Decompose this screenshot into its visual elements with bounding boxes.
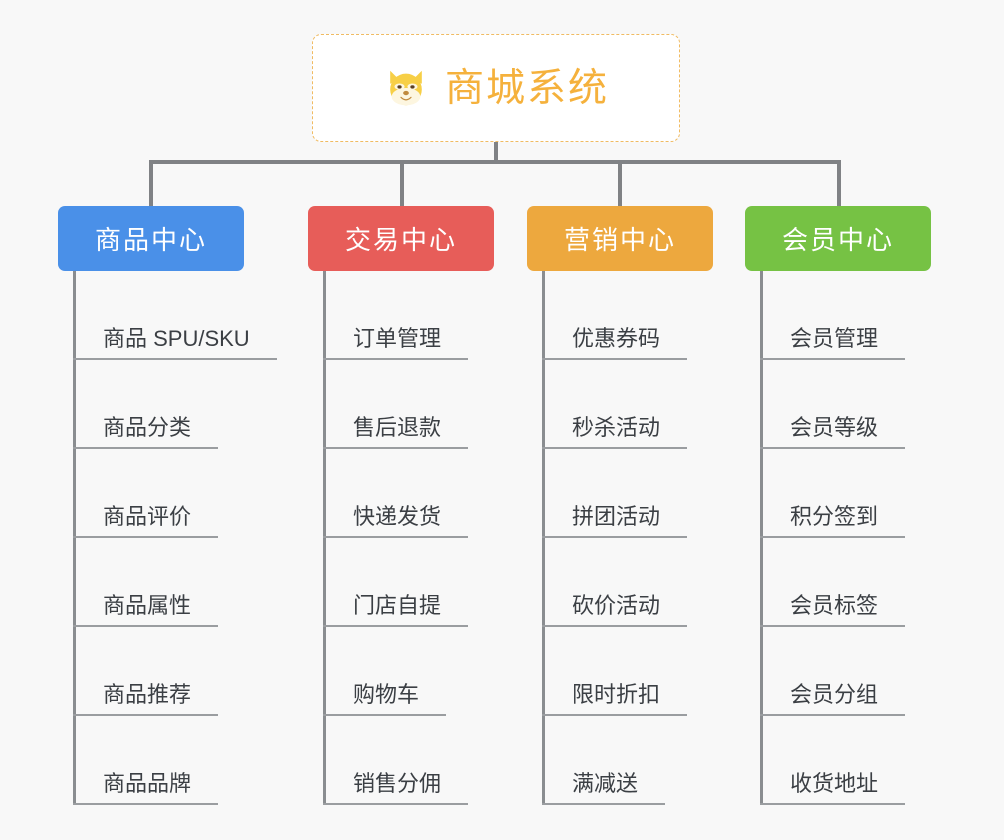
- branch-header-4[interactable]: 会员中心: [745, 206, 931, 271]
- leaf-item-label: 订单管理: [323, 326, 469, 360]
- leaf-item[interactable]: 售后退款: [308, 360, 494, 449]
- leaf-item-label: 砍价活动: [542, 593, 688, 627]
- branch-header-label: 交易中心: [344, 225, 457, 255]
- branch-header-label: 会员中心: [781, 225, 894, 255]
- leaf-item-label: 会员等级: [760, 415, 906, 449]
- leaf-item-label: 购物车: [323, 682, 447, 716]
- leaf-item-label: 会员分组: [760, 682, 906, 716]
- root-title: 商城系统: [444, 66, 609, 110]
- branch-column-1: 商品中心商品 SPU/SKU 商品分类商品评价商品属性商品推荐商品品牌: [58, 206, 277, 805]
- leaf-item[interactable]: 优惠券码: [527, 271, 713, 360]
- connector-bus: [149, 160, 841, 164]
- leaf-item[interactable]: 销售分佣: [308, 716, 494, 805]
- connector-drop-4: [837, 160, 841, 206]
- branch-header-3[interactable]: 营销中心: [527, 206, 713, 271]
- connector-drop-1: [149, 160, 153, 206]
- leaf-item[interactable]: 商品评价: [58, 449, 244, 538]
- leaf-item-label: 商品 SPU/SKU: [73, 326, 277, 360]
- leaf-item-label: 商品属性: [73, 593, 219, 627]
- branch-column-3: 营销中心优惠券码秒杀活动拼团活动砍价活动限时折扣满减送: [527, 206, 713, 805]
- leaf-item[interactable]: 砍价活动: [527, 538, 713, 627]
- leaf-item[interactable]: 会员管理: [745, 271, 931, 360]
- leaf-item[interactable]: 会员等级: [745, 360, 931, 449]
- leaf-item-label: 售后退款: [323, 415, 469, 449]
- connector-drop-2: [400, 160, 404, 206]
- leaf-item[interactable]: 商品 SPU/SKU: [58, 271, 277, 360]
- leaf-item-label: 商品推荐: [73, 682, 219, 716]
- leaf-item-label: 收货地址: [760, 771, 906, 805]
- root-node[interactable]: 商城系统: [312, 34, 680, 142]
- leaf-item[interactable]: 拼团活动: [527, 449, 713, 538]
- leaf-item-label: 销售分佣: [323, 771, 469, 805]
- branch-header-1[interactable]: 商品中心: [58, 206, 244, 271]
- leaf-item-label: 秒杀活动: [542, 415, 688, 449]
- leaf-item[interactable]: 商品推荐: [58, 627, 244, 716]
- leaf-item[interactable]: 商品属性: [58, 538, 244, 627]
- leaf-item-label: 商品分类: [73, 415, 219, 449]
- connector-drop-3: [618, 160, 622, 206]
- leaf-item[interactable]: 积分签到: [745, 449, 931, 538]
- leaf-item[interactable]: 会员分组: [745, 627, 931, 716]
- leaf-item[interactable]: 快递发货: [308, 449, 494, 538]
- leaf-list-4: 会员管理会员等级积分签到会员标签会员分组收货地址: [745, 271, 931, 805]
- leaf-item[interactable]: 会员标签: [745, 538, 931, 627]
- leaf-item-label: 商品品牌: [73, 771, 219, 805]
- branch-header-2[interactable]: 交易中心: [308, 206, 494, 271]
- connector-root-stem: [494, 142, 498, 163]
- leaf-list-1: 商品 SPU/SKU 商品分类商品评价商品属性商品推荐商品品牌: [58, 271, 277, 805]
- branch-column-2: 交易中心订单管理售后退款快递发货门店自提购物车销售分佣: [308, 206, 494, 805]
- leaf-item-label: 门店自提: [323, 593, 469, 627]
- leaf-item-label: 拼团活动: [542, 504, 688, 538]
- leaf-item[interactable]: 商品分类: [58, 360, 244, 449]
- dog-face-icon: [383, 65, 429, 111]
- leaf-item[interactable]: 收货地址: [745, 716, 931, 805]
- leaf-item[interactable]: 订单管理: [308, 271, 494, 360]
- leaf-item[interactable]: 满减送: [527, 716, 713, 805]
- leaf-item[interactable]: 门店自提: [308, 538, 494, 627]
- leaf-item-label: 会员标签: [760, 593, 906, 627]
- branch-column-4: 会员中心会员管理会员等级积分签到会员标签会员分组收货地址: [745, 206, 931, 805]
- leaf-item-label: 会员管理: [760, 326, 906, 360]
- branch-header-label: 商品中心: [94, 225, 207, 255]
- leaf-item[interactable]: 秒杀活动: [527, 360, 713, 449]
- leaf-item-label: 快递发货: [323, 504, 469, 538]
- leaf-list-2: 订单管理售后退款快递发货门店自提购物车销售分佣: [308, 271, 494, 805]
- leaf-item-label: 商品评价: [73, 504, 219, 538]
- leaf-item-label: 限时折扣: [542, 682, 688, 716]
- leaf-item[interactable]: 限时折扣: [527, 627, 713, 716]
- leaf-list-3: 优惠券码秒杀活动拼团活动砍价活动限时折扣满减送: [527, 271, 713, 805]
- leaf-item-label: 满减送: [542, 771, 666, 805]
- leaf-item-label: 积分签到: [760, 504, 906, 538]
- leaf-item[interactable]: 商品品牌: [58, 716, 244, 805]
- leaf-item[interactable]: 购物车: [308, 627, 494, 716]
- branch-header-label: 营销中心: [563, 225, 676, 255]
- leaf-item-label: 优惠券码: [542, 326, 688, 360]
